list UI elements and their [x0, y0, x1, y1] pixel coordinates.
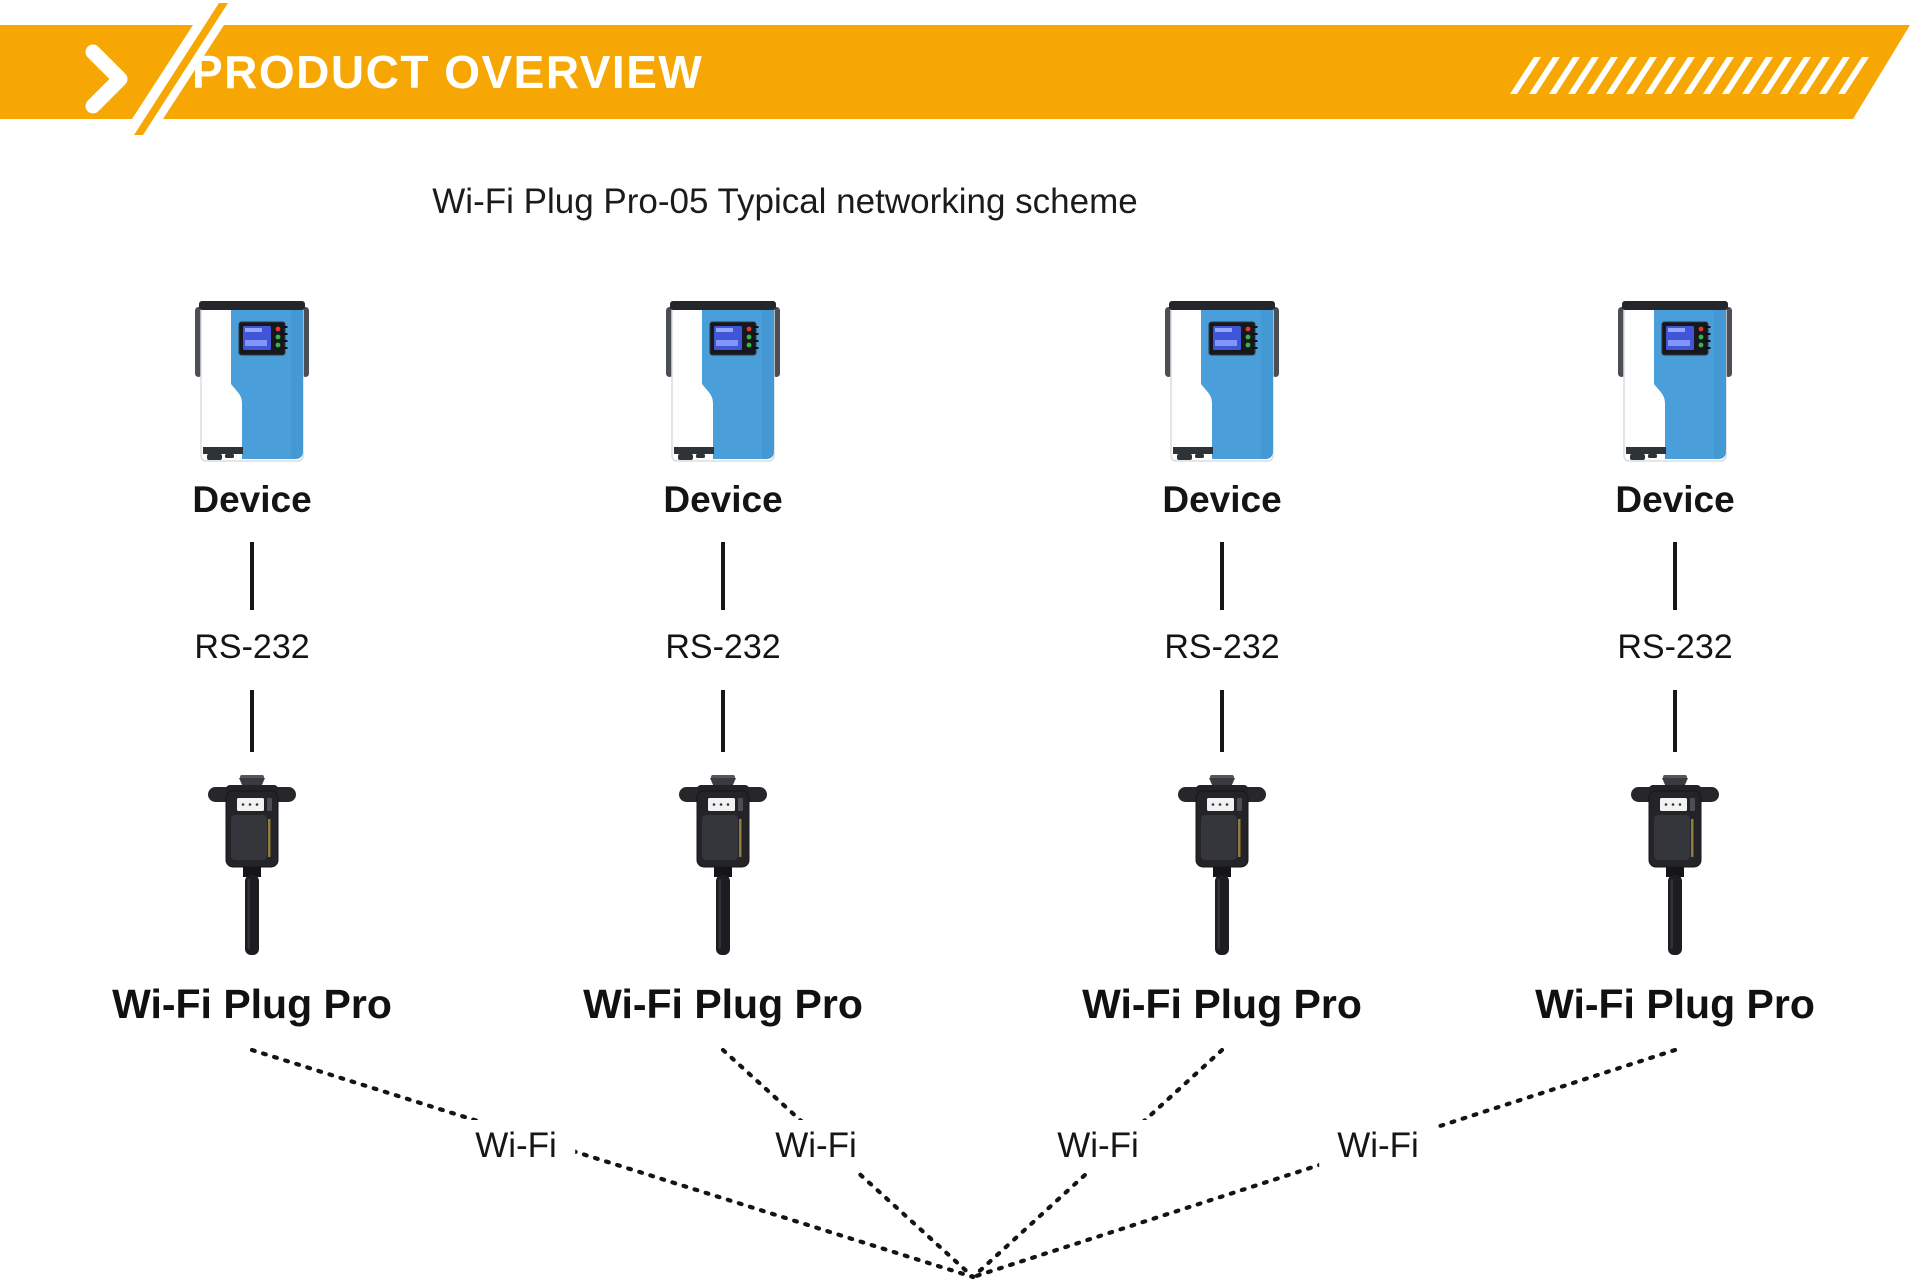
chevron-right-icon: [85, 44, 128, 114]
wifi-label: Wi-Fi: [757, 1120, 875, 1172]
connector-line: [1673, 542, 1677, 610]
device-label: Device: [1615, 479, 1735, 520]
connector-line: [1220, 690, 1224, 752]
inverter-device-image: [194, 299, 310, 467]
network-column: Device RS-232 Wi-Fi Plug Pro: [1525, 0, 1825, 1100]
wifi-plug-image: [206, 775, 298, 959]
wifi-plug-image: [1176, 775, 1268, 959]
inverter-device-image: [1617, 299, 1733, 467]
rs232-label: RS-232: [194, 628, 310, 666]
connector-line: [250, 542, 254, 610]
diagonal-line: [134, 3, 228, 135]
connector-line: [1673, 690, 1677, 752]
rs232-label: RS-232: [1164, 628, 1280, 666]
wifi-plug-pro-label: Wi-Fi Plug Pro: [583, 981, 863, 1027]
wifi-plug-image: [1629, 775, 1721, 959]
wifi-plug-image: [677, 775, 769, 959]
connector-line: [250, 690, 254, 752]
page-title: PRODUCT OVERVIEW: [192, 46, 704, 98]
network-column: Device RS-232 Wi-Fi Plug Pro: [1072, 0, 1372, 1100]
inverter-device-image: [665, 299, 781, 467]
wifi-plug-pro-label: Wi-Fi Plug Pro: [112, 981, 392, 1027]
connector-line: [1220, 542, 1224, 610]
device-label: Device: [663, 479, 783, 520]
rs232-label: RS-232: [1617, 628, 1733, 666]
wifi-label: Wi-Fi: [1319, 1120, 1437, 1172]
network-column: Device RS-232 Wi-Fi Plug Pro: [573, 0, 873, 1100]
wifi-label: Wi-Fi: [457, 1120, 575, 1172]
connector-line: [721, 690, 725, 752]
wifi-label: Wi-Fi: [1039, 1120, 1157, 1172]
device-label: Device: [1162, 479, 1282, 520]
inverter-device-image: [1164, 299, 1280, 467]
device-label: Device: [192, 479, 312, 520]
rs232-label: RS-232: [665, 628, 781, 666]
banner-background: [0, 3, 1910, 135]
wifi-plug-pro-label: Wi-Fi Plug Pro: [1082, 981, 1362, 1027]
wifi-plug-pro-label: Wi-Fi Plug Pro: [1535, 981, 1815, 1027]
network-column: Device RS-232 Wi-Fi Plug Pro: [102, 0, 402, 1100]
diagram-title: Wi-Fi Plug Pro-05 Typical networking sch…: [432, 182, 1138, 221]
connector-line: [721, 542, 725, 610]
